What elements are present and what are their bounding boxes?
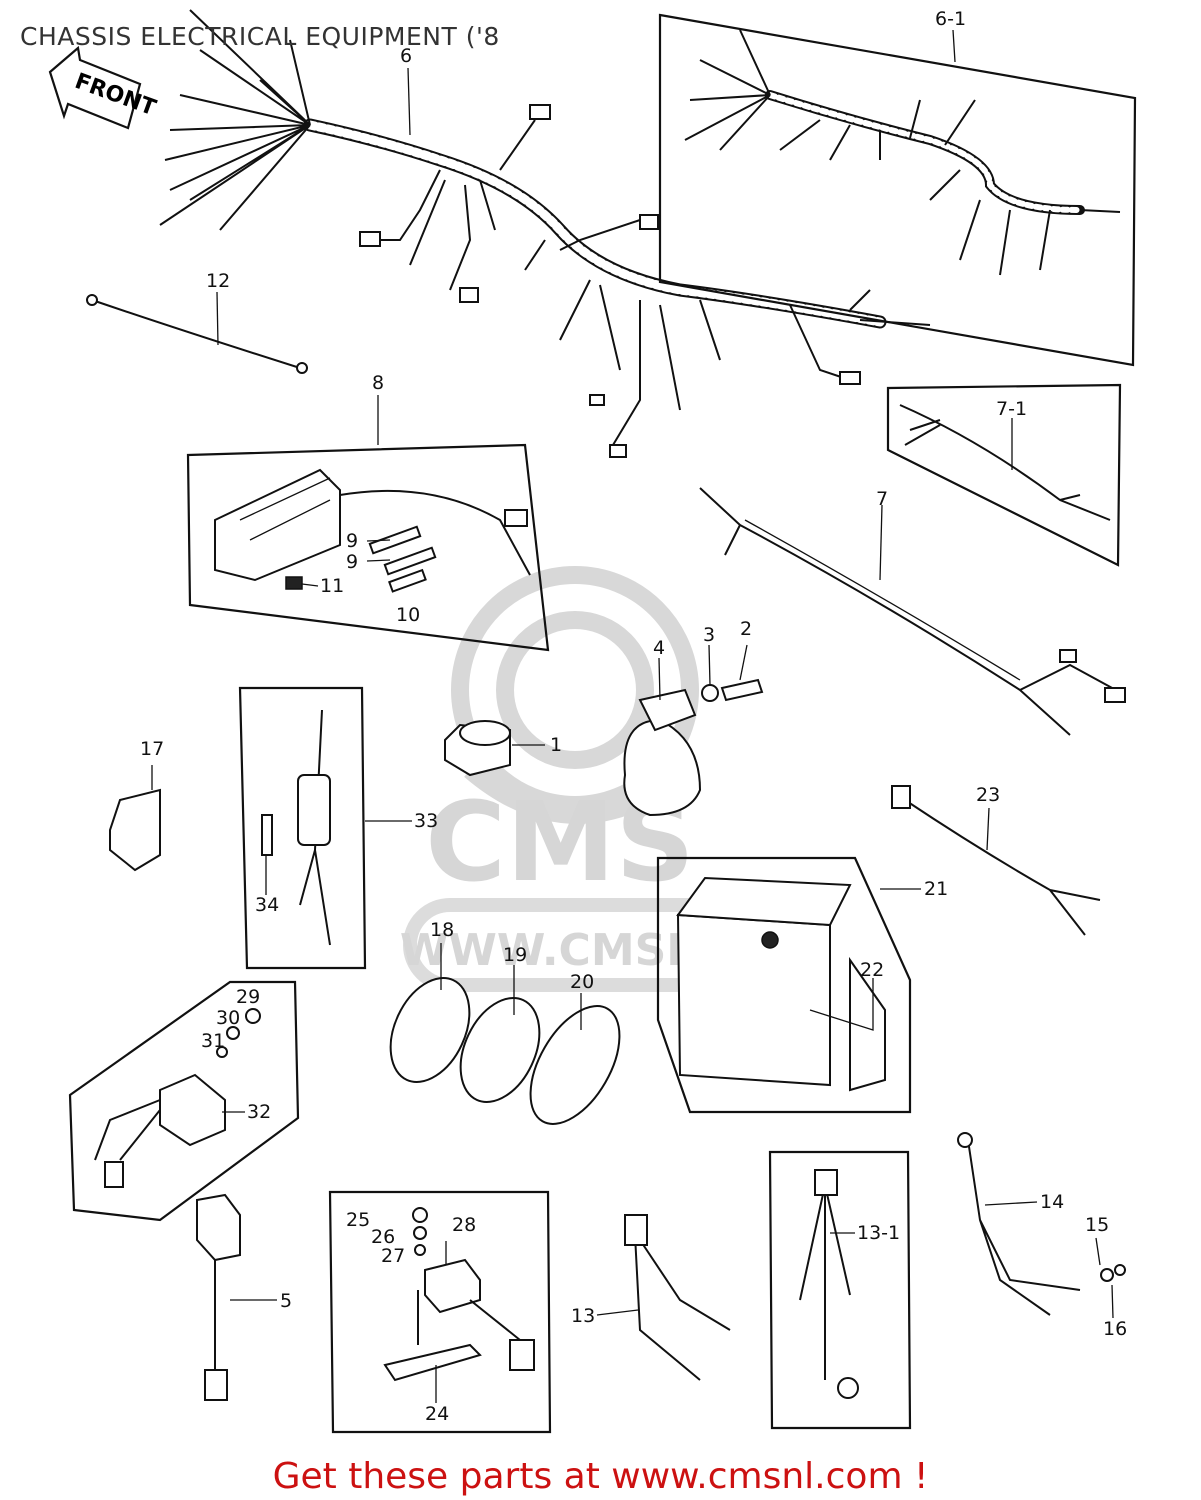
callout-7: 7 — [876, 488, 889, 510]
callout-6-1: 6-1 — [935, 8, 967, 30]
callout-31: 31 — [201, 1030, 226, 1052]
callout-13: 13 — [571, 1305, 596, 1327]
callout-5: 5 — [280, 1290, 293, 1312]
callout-20: 20 — [570, 971, 595, 993]
callout-22: 22 — [860, 959, 885, 981]
callout-30: 30 — [216, 1007, 241, 1029]
regulator-box-8 — [186, 443, 550, 652]
item-32-box — [68, 980, 300, 1222]
callout-6: 6 — [400, 45, 413, 67]
harness-6-1-box — [658, 13, 1137, 367]
callout-26: 26 — [371, 1226, 396, 1248]
callout-7-1: 7-1 — [996, 398, 1028, 420]
diagram-title: CHASSIS ELECTRICAL EQUIPMENT ('8 — [20, 22, 500, 51]
callout-24: 24 — [425, 1403, 450, 1425]
leader-lines — [151, 29, 1114, 1403]
main-wiring-harness — [159, 9, 931, 458]
item-13-1-box — [768, 1150, 912, 1430]
callout-16: 16 — [1103, 1318, 1128, 1340]
callout-8: 8 — [372, 372, 385, 394]
callout-23: 23 — [976, 784, 1001, 806]
item-24-28-box — [328, 1190, 552, 1434]
callout-15: 15 — [1085, 1214, 1110, 1236]
clamp-17 — [109, 788, 161, 872]
front-arrow-label: FRONT — [71, 69, 159, 121]
callout-1: 1 — [550, 734, 563, 756]
item-14 — [957, 1132, 1126, 1316]
callout-21: 21 — [924, 878, 949, 900]
callout-9b: 9 — [346, 551, 359, 573]
item-5 — [196, 1193, 241, 1401]
callout-32: 32 — [247, 1101, 272, 1123]
callout-25: 25 — [346, 1209, 371, 1231]
item-13 — [624, 1214, 731, 1381]
callout-11: 11 — [320, 575, 345, 597]
callout-33: 33 — [414, 810, 439, 832]
callout-34: 34 — [255, 894, 280, 916]
callout-13-1: 13-1 — [857, 1222, 901, 1244]
callout-19: 19 — [503, 944, 528, 966]
callout-27: 27 — [381, 1245, 406, 1267]
horn-relay-1 — [444, 720, 511, 777]
battery-box-21 — [656, 856, 912, 1114]
front-direction-arrow: FRONT — [48, 45, 159, 130]
callout-9a: 9 — [346, 530, 359, 552]
horn-4 — [623, 678, 764, 817]
callout-3: 3 — [703, 624, 716, 646]
cable-23 — [891, 785, 1101, 936]
callout-18: 18 — [430, 919, 455, 941]
footer-link-text[interactable]: Get these parts at www.cmsnl.com ! — [272, 1456, 929, 1497]
sub-harness-7 — [699, 383, 1126, 736]
callout-10: 10 — [396, 604, 421, 626]
callout-14: 14 — [1040, 1191, 1065, 1213]
callout-29: 29 — [236, 986, 261, 1008]
callout-4: 4 — [653, 637, 666, 659]
callout-2: 2 — [740, 618, 753, 640]
item-33-box — [238, 686, 367, 970]
callout-28: 28 — [452, 1214, 477, 1236]
battery-bands — [389, 977, 621, 1125]
callout-12: 12 — [206, 270, 231, 292]
callout-17: 17 — [140, 738, 165, 760]
ground-cable-12 — [86, 294, 308, 374]
